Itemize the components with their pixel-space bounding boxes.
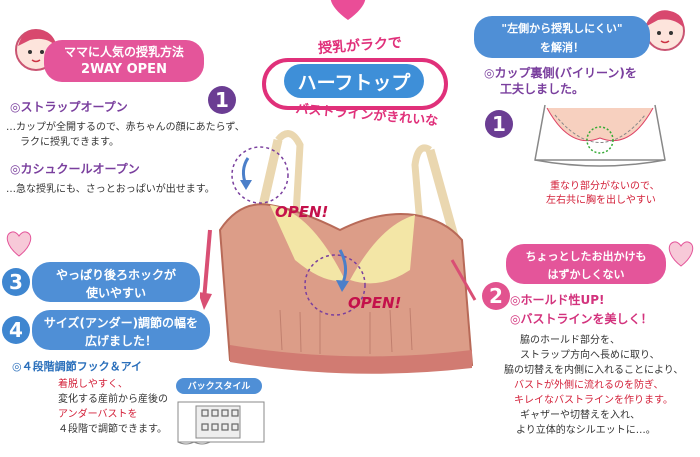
right-desc2: ストラップ方向へ長めに取り、 [520,350,660,361]
strap-open-desc2: ラクに授乳できます。 [20,137,119,148]
right-top-pill-line2: を解消！ [540,41,584,54]
cashcool-open-title: ◎カシュクールオープン [10,162,140,176]
heart-icon-right [668,241,694,267]
right-desc5: キレイなバストラインを作ります。 [514,395,673,406]
bra-inner-diagram [534,104,666,167]
right-top-title-line2: 工夫しました。 [500,82,585,96]
right-top-pill [474,16,650,58]
bust-title: ◎バストラインを美しく！ [510,312,653,326]
right-top-note-line1: 重なり部分がないので、 [550,181,660,192]
badge-3: 3 [2,268,30,296]
back-style-label-text: バックスタイル [187,382,251,392]
right-top-pill-line1: "左側から授乳しにくい" [501,22,623,35]
pill-4-line1: サイズ(アンダー)調節の幅を [43,316,199,330]
right-top-title-line1: ◎カップ裏側(バイリーン)を [484,66,637,80]
open-label-1: OPEN! [275,203,329,221]
right-desc7: より立体的なシルエットに…。 [516,425,656,436]
badge-1-left: 1 [208,86,236,114]
title-main-text: ハーフトップ [297,72,411,94]
hook-desc1: 着脱しやすく、 [58,379,128,390]
strap-open-desc1: …カップが全開するので、赤ちゃんの顔にあたらず、 [6,122,245,133]
heart-icon [330,0,366,20]
hook-desc3: アンダーバストを [58,409,138,420]
cashcool-open-desc: …急な授乳にも、さっとおっぱいが出せます。 [6,184,215,195]
pill-3-line2: 使いやすい [85,286,146,300]
right-desc4: バストが外側に流れるのを防ぎ、 [514,380,664,391]
hook-eye-diagram [177,401,265,445]
right-bottom-pill [506,244,666,284]
hold-title: ◎ホールド性UP! [510,293,605,307]
badge-2: 2 [482,282,510,310]
right-desc1: 脇のホールド部分を、 [520,335,620,346]
pill-4 [32,310,210,350]
pill-3-line1: やっぱり後ろホックが [55,268,176,282]
title-line1: 授乳がラクで [317,35,403,57]
heart-icon-left [6,231,32,257]
badge-4: 4 [2,316,30,344]
open-label-2: OPEN! [348,294,402,312]
hook-desc4: ４段階で調節できます。 [58,424,167,435]
right-desc6: ギャザーや切替えを入れ、 [520,410,641,421]
bra-illustration [200,130,477,374]
badge-1-right: 1 [485,110,513,138]
right-bottom-pill-line2: はずかしくない [547,268,625,281]
back-style-label [176,378,262,394]
mom-face-icon-right [645,10,685,51]
hook-title: ◎４段階調節フック＆アイ [12,360,143,373]
right-desc3: 脇の切替えを内側に入れることにより、 [504,365,684,376]
left-top-pill [44,40,204,82]
right-top-note-line2: 左右共に胸を出しやすい [546,195,656,206]
hook-desc2: 変化する産前から産後の [58,394,168,405]
right-bottom-pill-line1: ちょっとしたお出かけも [525,250,647,263]
pill-3 [32,262,200,302]
pill-4-line2: 広げました！ [84,334,157,348]
strap-open-title: ◎ストラップオープン [10,100,128,114]
left-top-pill-line1: ママに人気の授乳方法 [63,45,184,59]
left-top-pill-line2: 2WAY OPEN [81,62,167,77]
title-main [284,64,424,98]
